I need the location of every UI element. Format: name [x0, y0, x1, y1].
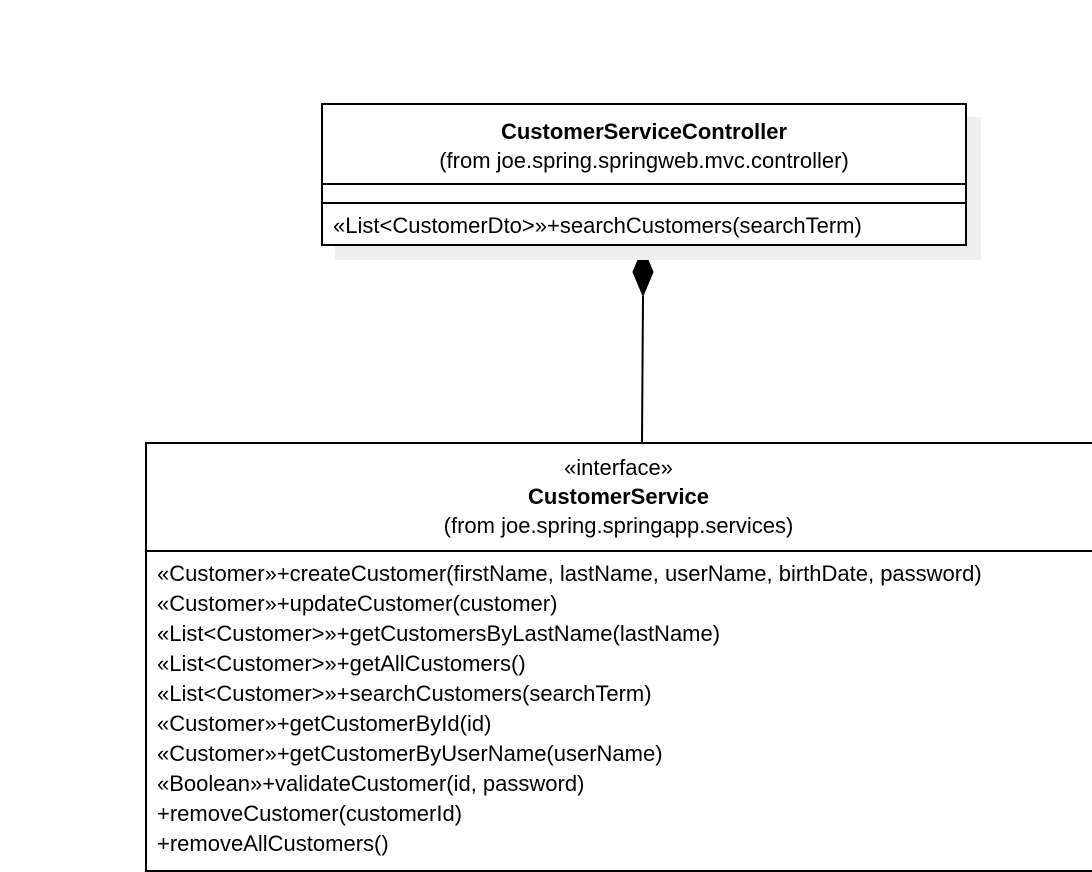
interface-name: CustomerService [528, 484, 709, 509]
interface-box-customer-service[interactable]: «interface» CustomerService (from joe.sp… [145, 442, 1092, 872]
operation-item: «List<Customer>»+searchCustomers(searchT… [157, 681, 652, 706]
operation-item: +removeAllCustomers() [157, 831, 389, 856]
operation-item: +removeCustomer(customerId) [157, 801, 463, 826]
operation-item: «Customer»+getCustomerById(id) [157, 711, 492, 736]
operation-item: «Boolean»+validateCustomer(id, password) [157, 771, 585, 796]
class-box-customer-service-controller[interactable]: CustomerServiceController (from joe.spri… [321, 103, 967, 246]
operation-item: «List<CustomerDto>»+searchCustomers(sear… [333, 213, 862, 238]
operation-item: «Customer»+createCustomer(firstName, las… [157, 561, 982, 586]
interface-package: (from joe.spring.springapp.services) [443, 513, 794, 538]
class-package: (from joe.spring.springweb.mvc.controlle… [439, 148, 849, 173]
name-compartment: CustomerServiceController (from joe.spri… [323, 105, 965, 185]
interface-stereotype: «interface» [564, 455, 673, 480]
operation-item: «List<Customer>»+getCustomersByLastName(… [157, 621, 721, 646]
composition-diamond-icon [632, 246, 654, 298]
class-name: CustomerServiceController [500, 119, 788, 144]
operation-item: «Customer»+getCustomerByUserName(userNam… [157, 741, 663, 766]
operation-compartment: «List<CustomerDto>»+searchCustomers(sear… [323, 204, 965, 241]
operation-item: «List<Customer>»+getAllCustomers() [157, 651, 526, 676]
operation-item: «Customer»+updateCustomer(customer) [157, 591, 558, 616]
name-compartment: «interface» CustomerService (from joe.sp… [147, 444, 1092, 552]
association-line [641, 295, 644, 443]
attribute-compartment [323, 185, 965, 204]
operation-compartment: «Customer»+createCustomer(firstName, las… [147, 552, 1092, 859]
